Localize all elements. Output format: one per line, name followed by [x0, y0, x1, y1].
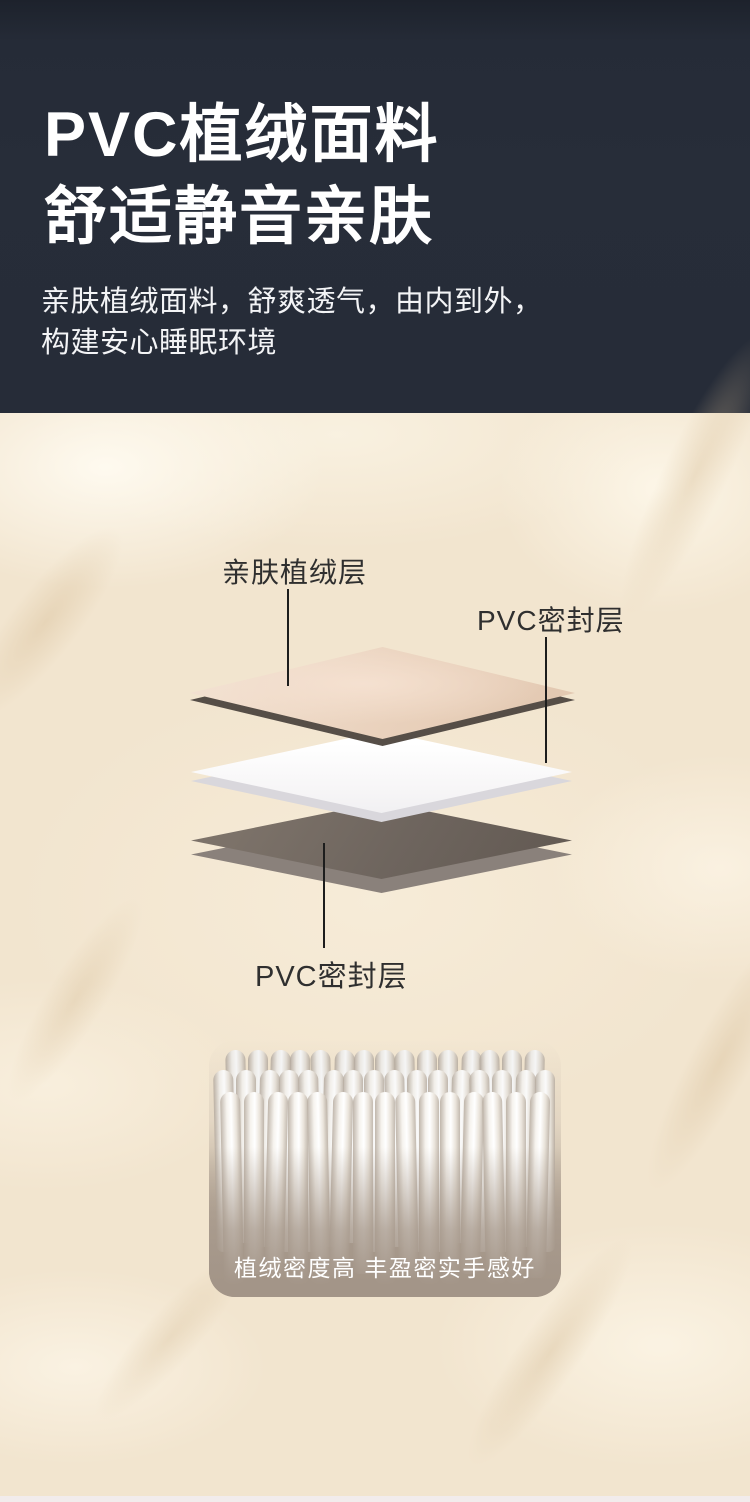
leader-line-top-layer — [287, 589, 289, 686]
label-pvc-seal-layer-bottom: PVC密封层 — [255, 961, 408, 993]
bottom-edge-strip — [0, 1496, 750, 1502]
flock-density-caption: 植绒密度高 丰盈密实手感好 — [234, 1255, 536, 1281]
hero-section: PVC植绒面料 舒适静音亲肤 亲肤植绒面料，舒爽透气，由内到外， 构建安心睡眠环… — [0, 0, 750, 413]
fiber-fade-overlay — [209, 1147, 561, 1297]
hero-title: PVC植绒面料 舒适静音亲肤 — [44, 94, 440, 258]
fabric-texture-background — [0, 413, 750, 1497]
label-flocked-layer: 亲肤植绒层 — [222, 557, 368, 588]
label-pvc-seal-layer-middle: PVC密封层 — [477, 605, 625, 636]
hero-subtitle-line2: 构建安心睡眠环境 — [41, 327, 278, 359]
leader-line-bottom-layer — [323, 843, 325, 948]
leader-line-middle-layer — [545, 637, 547, 763]
hero-title-line2: 舒适静音亲肤 — [44, 182, 434, 252]
flock-density-card: 植绒密度高 丰盈密实手感好 — [209, 1040, 561, 1297]
hero-subtitle-line1: 亲肤植绒面料，舒爽透气，由内到外， — [41, 286, 543, 318]
fabric-highlight-overlay — [0, 413, 750, 1497]
hero-subtitle: 亲肤植绒面料，舒爽透气，由内到外， 构建安心睡眠环境 — [41, 282, 543, 364]
hero-title-line1: PVC植绒面料 — [44, 100, 440, 170]
